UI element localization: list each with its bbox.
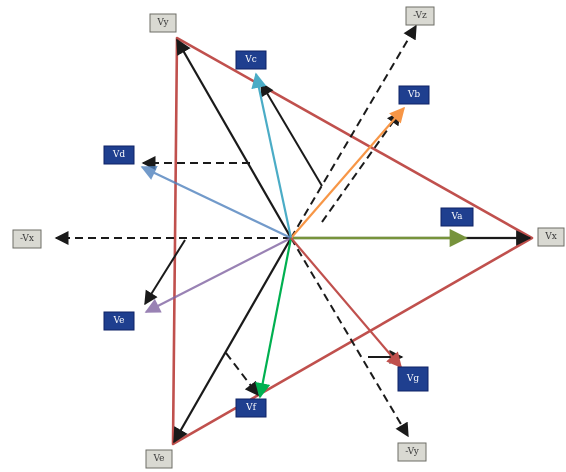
label-vector-b: Vb xyxy=(398,85,430,105)
label-neg-z-text: -Vz xyxy=(413,11,427,21)
component-to-vb xyxy=(321,110,401,223)
vector-neg-z xyxy=(290,24,417,239)
label-vector-a: Va xyxy=(440,207,474,227)
primary-vectors xyxy=(173,38,532,444)
vector-vf xyxy=(255,237,293,399)
vector-to-vy xyxy=(176,38,292,239)
vector-vd xyxy=(140,166,292,239)
label-right-vertex: Vx xyxy=(537,227,565,247)
label-vector-c: Vc xyxy=(235,50,267,70)
label-vector-a-text: Va xyxy=(450,212,463,222)
component-to-vc xyxy=(260,81,323,187)
dashed-vectors xyxy=(54,24,417,438)
label-vector-f-text: Vf xyxy=(245,403,256,413)
vector-vc xyxy=(251,72,293,239)
vector-to-ve xyxy=(173,237,292,444)
label-vector-g-text: Vg xyxy=(406,374,419,384)
label-bottom-vertex-text: Ve xyxy=(153,454,165,464)
label-vector-c-text: Vc xyxy=(244,55,257,65)
component-to-vf xyxy=(225,352,259,397)
label-vector-b-text: Vb xyxy=(407,90,420,100)
label-neg-z: -Vz xyxy=(405,6,435,26)
label-vector-f: Vf xyxy=(235,398,267,418)
label-vector-e: Ve xyxy=(103,311,135,331)
component-to-ve xyxy=(144,239,186,306)
label-right-vertex-text: Vx xyxy=(544,232,557,242)
label-neg-y: -Vy xyxy=(397,442,427,462)
label-top-vertex-text: Vy xyxy=(156,18,169,28)
label-vector-g: Vg xyxy=(397,366,429,392)
label-vector-d: Vd xyxy=(103,145,135,165)
vector-vg xyxy=(290,237,402,369)
label-vector-d-text: Vd xyxy=(112,150,125,160)
label-vector-e-text: Ve xyxy=(113,316,125,326)
construction-vectors xyxy=(144,81,404,364)
vector-vb xyxy=(290,106,406,239)
label-bottom-vertex: Ve xyxy=(145,449,173,469)
label-top-vertex: Vy xyxy=(149,13,177,33)
label-neg-y-text: -Vy xyxy=(405,447,420,457)
label-neg-x-text: -Vx xyxy=(20,234,34,244)
label-neg-x: -Vx xyxy=(12,229,42,249)
vector-ve xyxy=(144,237,292,313)
voltage-triangle xyxy=(171,36,534,446)
vector-neg-y xyxy=(290,237,409,438)
